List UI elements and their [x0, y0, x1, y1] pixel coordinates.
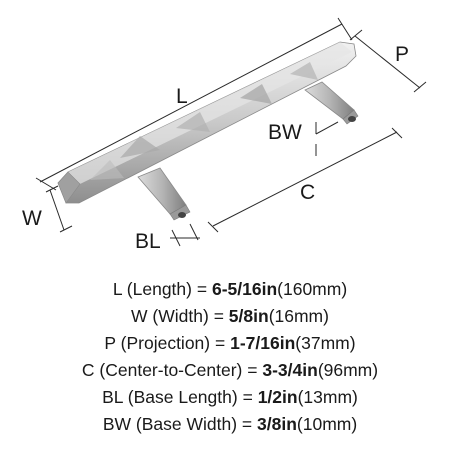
label-l: L	[176, 85, 188, 108]
tick-l-end	[337, 17, 353, 41]
spec-imperial: 5/8in	[228, 306, 269, 326]
spec-code: P	[104, 333, 116, 353]
spec-code: BL	[102, 387, 123, 407]
tick-bl-end	[189, 223, 199, 241]
spec-imperial: 1/2in	[257, 387, 298, 407]
spec-code: C	[81, 360, 95, 380]
spec-list: L (Length) = 6-5/16in(160mm) W (Width) =…	[0, 276, 460, 438]
dimension-lines	[35, 17, 427, 247]
spec-center-to-center: C (Center-to-Center) = 3-3/4in(96mm)	[0, 357, 460, 384]
pull-bar	[57, 41, 357, 204]
dim-line-bw	[315, 121, 339, 135]
label-p: P	[395, 43, 410, 66]
spec-metric: (160mm)	[277, 279, 348, 299]
spec-code: BW	[102, 414, 132, 434]
spec-width: W (Width) = 5/8in(16mm)	[0, 303, 460, 330]
spec-metric: (37mm)	[295, 333, 356, 353]
spec-projection: P (Projection) = 1-7/16in(37mm)	[0, 330, 460, 357]
tick-l-start	[35, 177, 57, 191]
spec-metric: (10mm)	[296, 414, 358, 434]
spec-equals: =	[196, 279, 208, 299]
dim-line-c	[212, 131, 398, 227]
spec-name: (Projection)	[120, 333, 211, 353]
spec-equals: =	[247, 360, 258, 380]
dim-line-w	[49, 189, 65, 231]
label-c: C	[300, 181, 316, 204]
spec-name: (Center-to-Center)	[99, 360, 243, 380]
tick-p-start	[349, 29, 363, 41]
spec-imperial: 3/8in	[257, 414, 297, 434]
spec-metric: (13mm)	[297, 387, 358, 407]
spec-imperial: 3-3/4in	[262, 360, 318, 380]
spec-equals: =	[241, 414, 253, 434]
spec-base-length: BL (Base Length) = 1/2in(13mm)	[0, 384, 460, 411]
spec-name: (Length)	[126, 279, 192, 299]
label-w: W	[22, 207, 42, 230]
spec-equals: =	[213, 306, 224, 326]
spec-name: (Width)	[152, 306, 209, 326]
spec-imperial: 1-7/16in	[230, 333, 296, 353]
spec-name: (Base Width)	[135, 414, 238, 434]
label-bl: BL	[135, 230, 161, 253]
spec-equals: =	[242, 387, 253, 407]
spec-imperial: 6-5/16in	[211, 279, 278, 299]
spec-metric: (16mm)	[268, 306, 329, 326]
cabinet-pull-drawing	[35, 17, 427, 247]
spec-code: W	[131, 306, 148, 326]
spec-equals: =	[215, 333, 226, 353]
label-bw: BW	[268, 121, 302, 144]
right-post	[304, 81, 359, 125]
spec-base-width: BW (Base Width) = 3/8in(10mm)	[0, 411, 460, 438]
left-post	[137, 167, 191, 221]
dim-line-p	[354, 35, 421, 89]
spec-metric: (96mm)	[317, 360, 379, 380]
tick-c-start	[207, 221, 219, 233]
dim-line-l	[39, 23, 343, 183]
tick-p-end	[413, 81, 427, 93]
spec-length: L (Length) = 6-5/16in(160mm)	[0, 276, 460, 303]
spec-name: (Base Length)	[127, 387, 238, 407]
spec-code: L	[112, 279, 122, 299]
tick-c-end	[391, 127, 403, 139]
tick-w-end	[59, 225, 73, 233]
tick-w-start	[45, 185, 59, 193]
